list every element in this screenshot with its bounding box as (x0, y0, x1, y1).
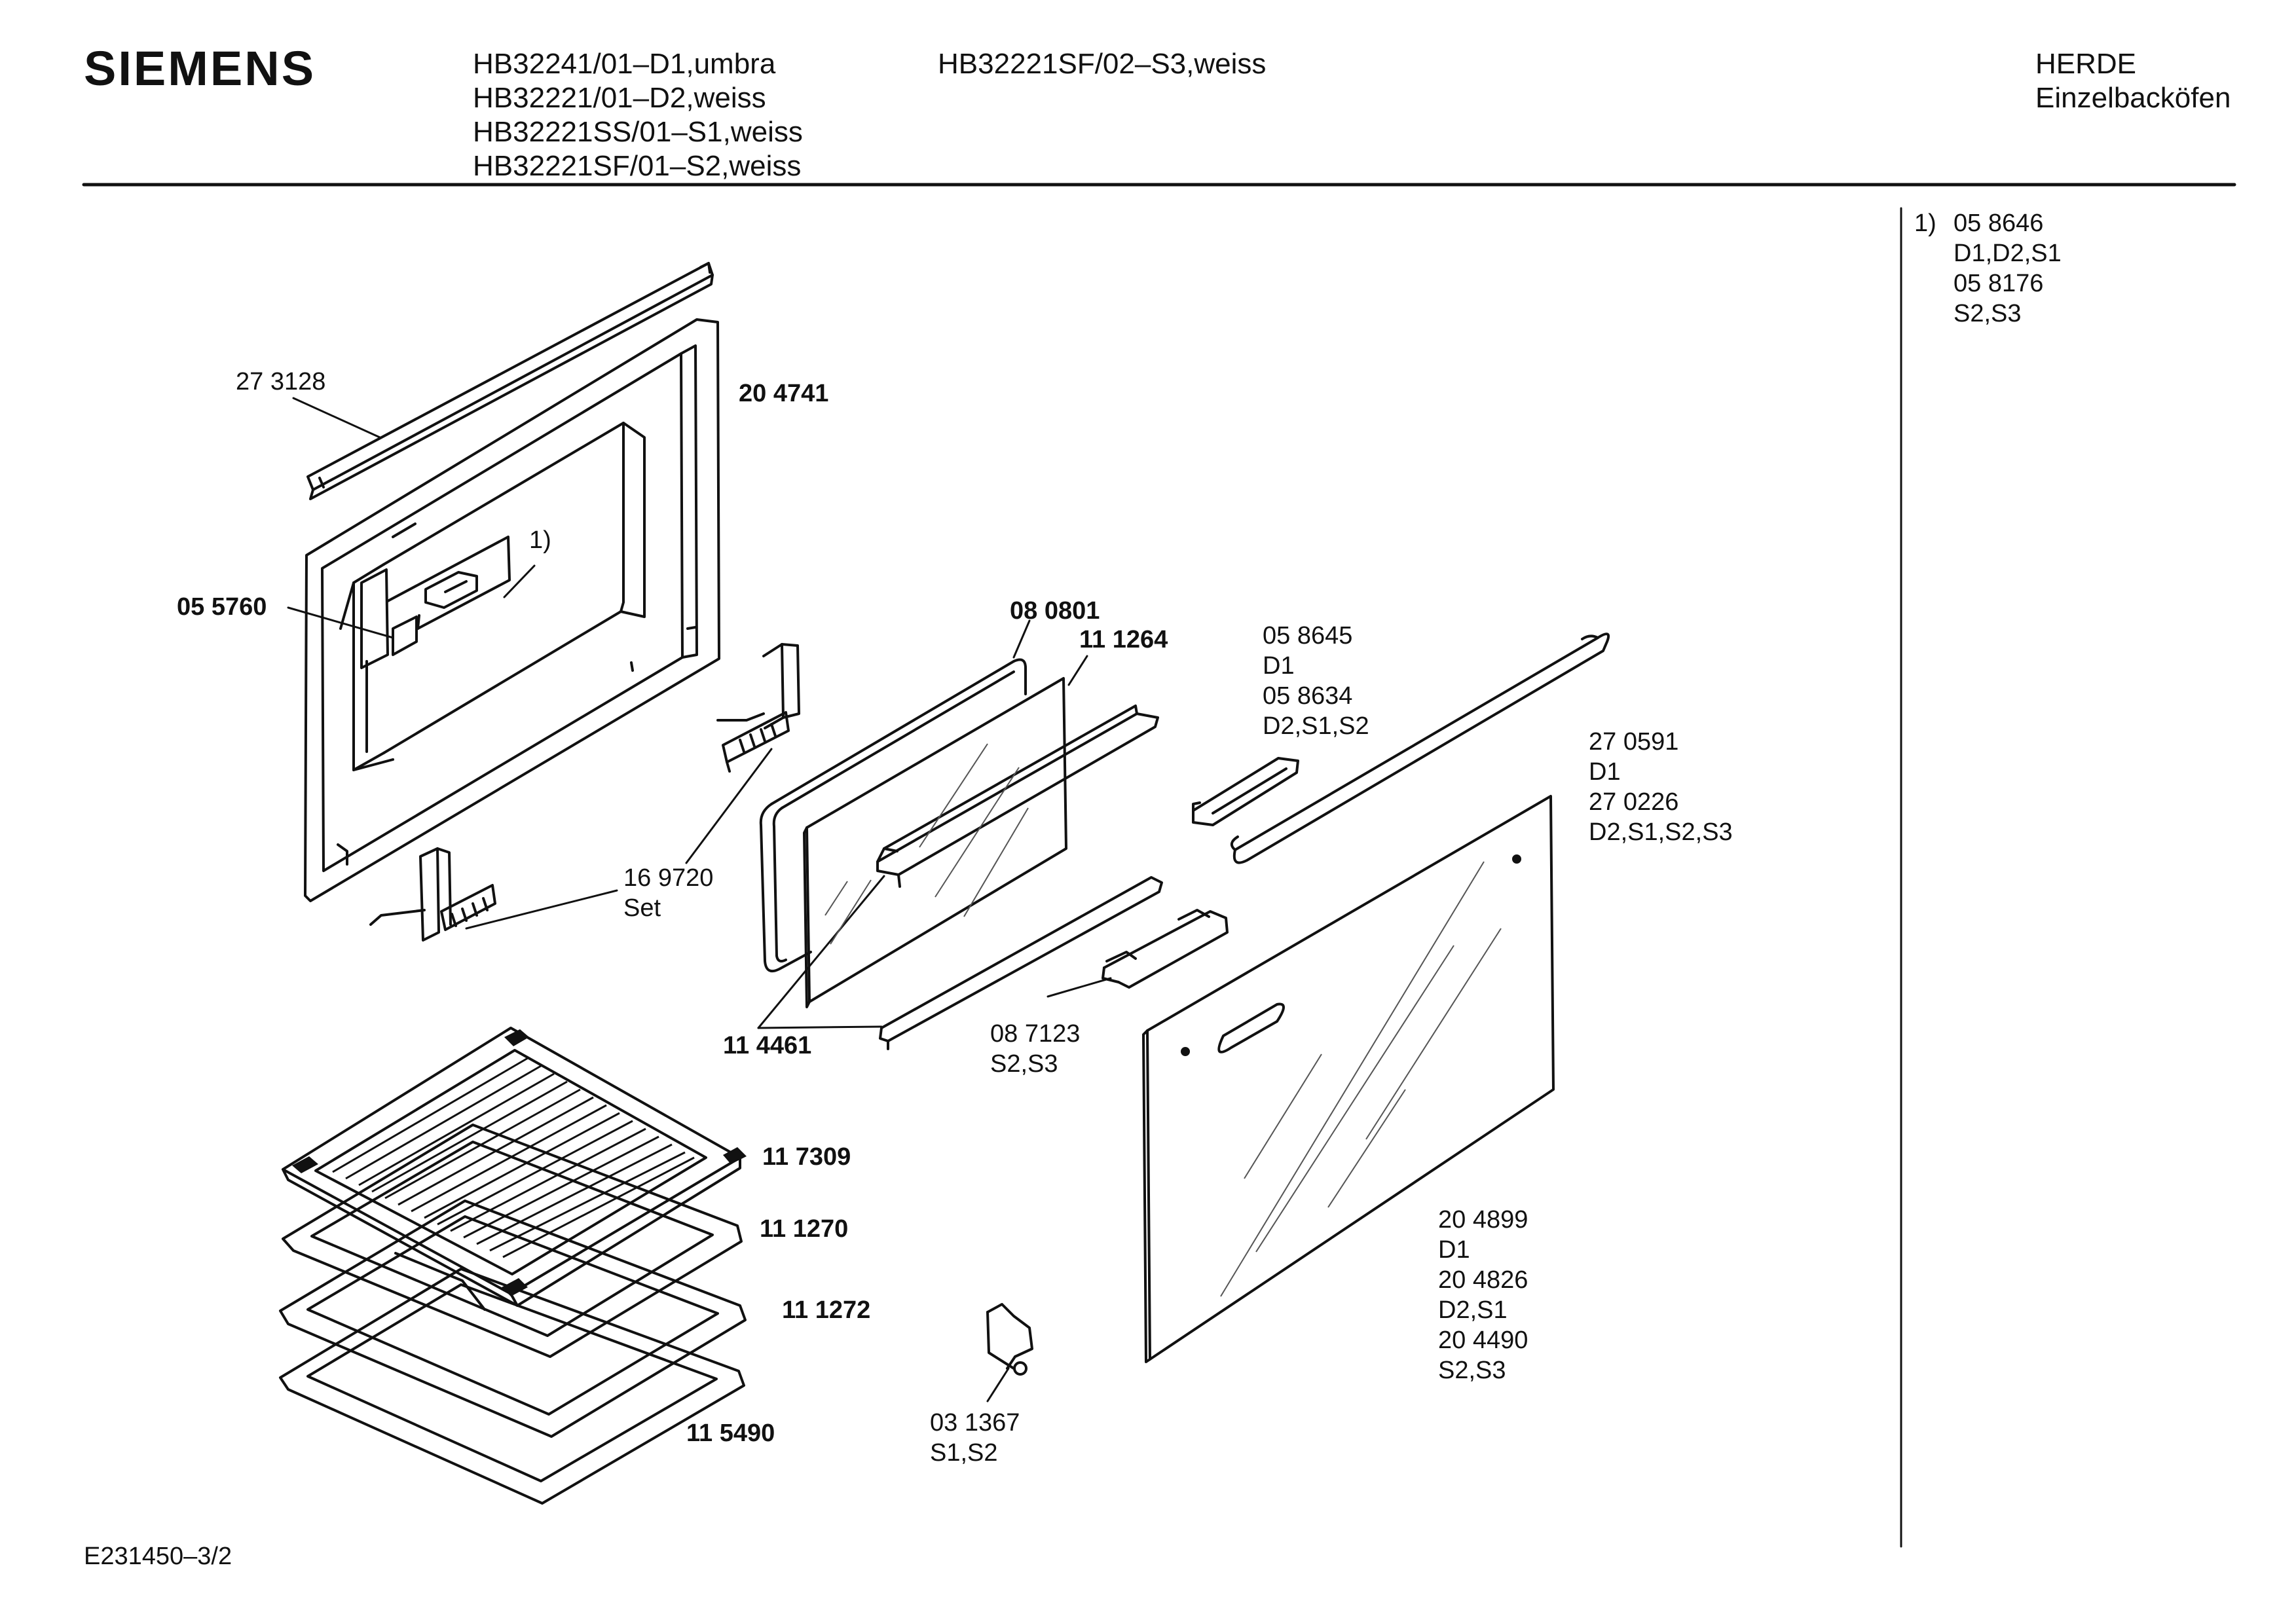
baking-tray-1 (283, 1125, 741, 1357)
door-hinge-lower (371, 849, 495, 940)
category-title: HERDE (2035, 48, 2137, 80)
part-number-door-handle: 27 0591 D1 27 0226 D2,S1,S2,S3 (1589, 727, 1733, 847)
part-variant: 05 8645 (1263, 622, 1353, 650)
part-variant: D2,S1,S2,S3 (1589, 818, 1733, 846)
part-number-baking-tray-2: 11 1272 (782, 1296, 871, 1324)
door-hinge-upper (718, 644, 799, 771)
handle-cover-strip (1193, 758, 1298, 825)
top-trim-strip (308, 263, 713, 499)
part-number-door-frame: 20 4741 (739, 380, 829, 407)
footnote-line: 05 8646 (1953, 210, 2044, 237)
model-list-2: HB32221SF/02–S3,weiss (938, 47, 1266, 81)
part-number-outer-glass: 20 4899 D1 20 4826 D2,S1 20 4490 S2,S3 (1438, 1205, 1528, 1385)
part-variant: D1 (1263, 652, 1295, 680)
model-entry: HB32221SF/02–S3,weiss (938, 48, 1267, 80)
model-entry: HB32221/01–D2,weiss (473, 82, 766, 114)
part-variant: D1 (1438, 1236, 1470, 1264)
footnote-reference: 1) (529, 526, 551, 554)
part-number-grill-rack: 11 7309 (762, 1143, 851, 1171)
leader-lines (288, 398, 1111, 1401)
model-entry: HB32221SF/01–S2,weiss (473, 150, 802, 182)
part-variant: D2,S1 (1438, 1296, 1508, 1324)
door-seal-gasket (761, 660, 1026, 972)
part-number-hinge-set: 16 9720 Set (623, 863, 713, 923)
rack-bars (333, 1058, 694, 1257)
part-number-glass-holder: 11 4461 (723, 1032, 812, 1059)
part-variant: D1 (1589, 758, 1621, 786)
footnote-line: S2,S3 (1953, 300, 2022, 327)
part-variant: 20 4899 (1438, 1206, 1528, 1234)
part-number-tray-frame: 11 5490 (686, 1420, 775, 1447)
door-inner-frame (305, 320, 719, 901)
part-variant: 05 8634 (1263, 682, 1353, 710)
glass-holder-strip-lower (880, 877, 1162, 1049)
hinge-cover-bracket (1103, 910, 1227, 987)
footnote-marker: 1) (1914, 210, 1936, 237)
part-number-cover-strip: 05 8645 D1 05 8634 D2,S1,S2 (1263, 621, 1369, 741)
category-block: HERDE Einzelbacköfen (2035, 47, 2231, 115)
siemens-logo: SIEMENS (84, 41, 316, 96)
model-entry: HB32221SS/01–S1,weiss (473, 116, 803, 148)
glass-reflections (825, 744, 1501, 1296)
footnote-line: 05 8176 (1953, 270, 2044, 297)
inner-glass-pane (804, 678, 1066, 1007)
part-variant: 16 9720 (623, 864, 714, 892)
model-entry: HB32241/01–D1,umbra (473, 48, 776, 80)
category-subtitle: Einzelbacköfen (2035, 82, 2231, 114)
footnote-text: 05 8646 D1,D2,S1 05 8176 S2,S3 (1953, 208, 2062, 329)
part-variant: 27 0591 (1589, 728, 1679, 756)
part-variant: Set (623, 894, 661, 922)
part-variant: 20 4826 (1438, 1266, 1528, 1294)
part-number-hinge-clip: 03 1367 S1,S2 (930, 1408, 1020, 1468)
model-list-1: HB32241/01–D1,umbra HB32221/01–D2,weiss … (473, 47, 803, 183)
part-number-trim-strip: 27 3128 (236, 368, 326, 395)
part-variant: 20 4490 (1438, 1327, 1528, 1354)
drawing-number: E231450–3/2 (84, 1543, 232, 1570)
part-number-switch-bracket: 05 5760 (177, 593, 267, 621)
part-variant: 08 7123 (990, 1020, 1081, 1048)
part-variant: 03 1367 (930, 1409, 1020, 1437)
part-number-inner-glass: 11 1264 (1079, 626, 1168, 653)
hinge-clip (988, 1304, 1032, 1374)
part-number-gasket: 08 0801 (1010, 597, 1100, 625)
part-variant: S1,S2 (930, 1439, 998, 1467)
grill-rack (283, 1028, 740, 1306)
door-handle-bar (1232, 634, 1608, 862)
footnote-line: D1,D2,S1 (1953, 240, 2062, 267)
part-variant: 27 0226 (1589, 788, 1679, 816)
glass-holder-strip-upper (878, 706, 1158, 887)
part-variant: S2,S3 (990, 1050, 1058, 1078)
part-variant: S2,S3 (1438, 1357, 1506, 1384)
baking-tray-2 (280, 1201, 745, 1437)
outer-glass-panel (1143, 796, 1553, 1362)
part-number-baking-tray-1: 11 1270 (760, 1215, 849, 1243)
tray-frame (280, 1269, 744, 1503)
part-number-hinge-cover: 08 7123 S2,S3 (990, 1019, 1080, 1079)
door-switch-bracket (361, 537, 509, 668)
part-variant: D2,S1,S2 (1263, 712, 1369, 740)
rack-corner-pads (292, 1029, 747, 1296)
